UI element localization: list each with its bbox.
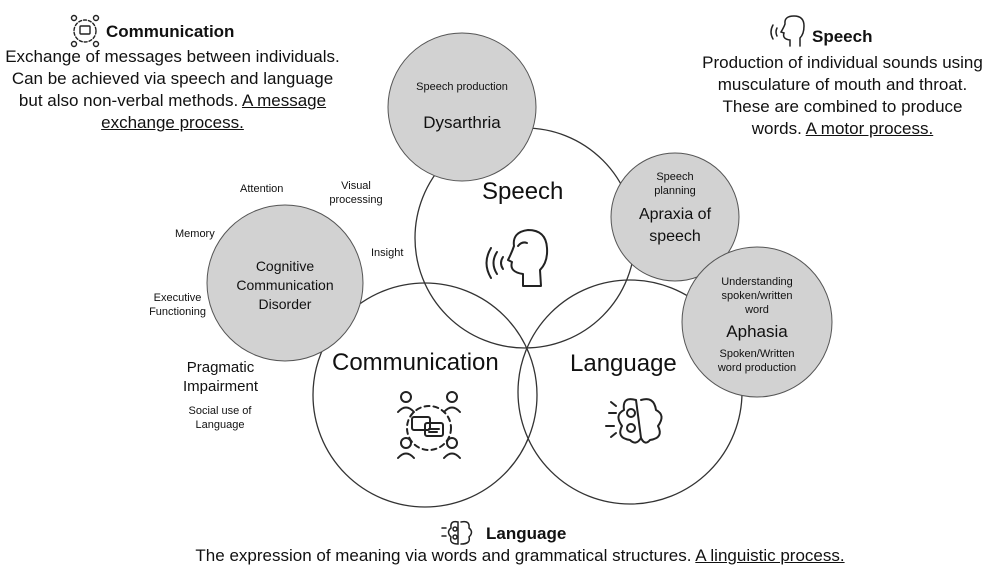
communication-definition-text: Exchange of messages between individuals… xyxy=(5,47,340,110)
aphasia-caption-top: Understanding spoken/written word xyxy=(721,276,793,316)
language-definition-title: Language xyxy=(486,524,567,543)
memory-label: Memory xyxy=(175,228,215,240)
dysarthria-name: Dysarthria xyxy=(423,113,501,132)
speech-label: Speech xyxy=(482,178,564,205)
language-definition: The expression of meaning via words and … xyxy=(100,545,940,567)
cognitive-name: Cognitive Communication Disorder xyxy=(236,258,334,312)
brain-gears-icon xyxy=(605,398,663,444)
apraxia-name: Apraxia of speech xyxy=(638,206,712,245)
language-label: Language xyxy=(570,350,677,377)
speech-definition-title: Speech xyxy=(812,27,873,46)
communication-definition: Exchange of messages between individuals… xyxy=(0,46,345,134)
communication-definition-emphasis: A message exchange process. xyxy=(101,91,327,132)
cognitive-circle xyxy=(206,204,364,362)
attention-label: Attention xyxy=(240,183,284,195)
speech-definition: Production of individual sounds using mu… xyxy=(700,52,985,140)
apraxia-caption: Speech planning xyxy=(654,171,696,197)
communication-label: Communication xyxy=(332,349,499,376)
language-definition-text: The expression of meaning via words and … xyxy=(195,546,692,565)
aphasia-name: Aphasia xyxy=(726,322,788,341)
language-definition-emphasis: A linguistic process. xyxy=(695,546,845,565)
communication-definition-title: Communication xyxy=(106,22,235,41)
dysarthria-circle xyxy=(387,32,537,182)
aphasia-caption-bottom: Spoken/Written word production xyxy=(717,348,797,374)
communication-title-icon xyxy=(70,14,100,48)
insight-label: Insight xyxy=(371,247,404,259)
speech-title-icon xyxy=(770,15,805,47)
pragmatic-subtitle: Social use of Language xyxy=(188,405,252,431)
dysarthria-caption: Speech production xyxy=(416,81,508,93)
visual-processing-label: Visual processing xyxy=(329,180,383,206)
speaking-head-icon xyxy=(485,229,549,287)
language-title-icon xyxy=(441,520,473,545)
people-chat-icon xyxy=(397,391,461,459)
communication-circle xyxy=(312,282,538,508)
apraxia-circle xyxy=(610,152,740,282)
pragmatic-title: Pragmatic Impairment xyxy=(182,359,259,395)
speech-definition-emphasis: A motor process. xyxy=(805,119,934,138)
speech-definition-text: Production of individual sounds using mu… xyxy=(702,53,983,138)
aphasia-circle xyxy=(681,246,833,398)
executive-functioning-label: Executive Functioning xyxy=(149,292,206,318)
